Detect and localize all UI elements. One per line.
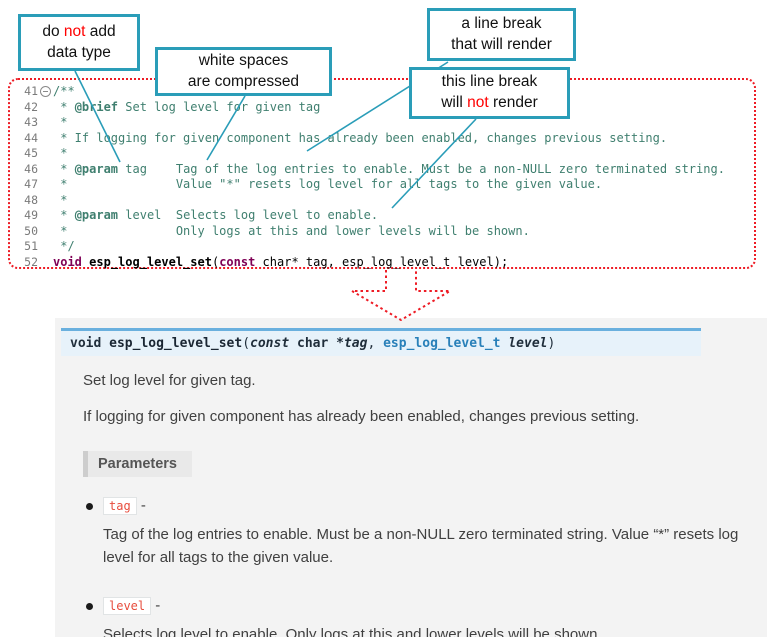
code-text: * Only logs at this and lower levels wil… — [53, 223, 530, 238]
code-line: 49 * @param level Selects log level to e… — [14, 208, 754, 224]
callout-whitespace-compressed: white spaces are compressed — [155, 47, 332, 96]
sig-return-type: void — [70, 336, 110, 351]
fold-column — [38, 86, 53, 98]
line-number: 42 — [24, 99, 38, 114]
line-number: 51 — [24, 239, 38, 253]
line-number: 41 — [24, 84, 38, 98]
brief-description: Set log level for given tag. — [83, 372, 256, 389]
line-number: 45 — [24, 146, 38, 160]
callout-line: this line break — [441, 73, 538, 91]
parameters-heading: Parameters — [83, 451, 192, 477]
line-number: 43 — [24, 115, 38, 129]
param-description: Selects log level to enable. Only logs a… — [103, 625, 602, 637]
code-lines: 41 /** 42 * @brief Set log level for given… — [14, 84, 754, 270]
callout-do-not-add-data-type: do not add data type — [18, 14, 140, 71]
code-line: 43 * — [14, 115, 754, 131]
sig-const-keyword: const — [250, 336, 290, 351]
code-text: * — [53, 115, 68, 129]
callout-line: data type — [47, 43, 111, 61]
line-number: 44 — [24, 130, 38, 145]
type-link-esp-log-level-t[interactable]: esp_log_level_t — [383, 336, 501, 351]
callout-line-break-renders: a line break that will render — [427, 8, 576, 61]
sig-param-tag: tag — [343, 336, 368, 351]
function-signature: void esp_log_level_set(const char *tag, … — [61, 328, 701, 356]
line-number: 47 — [24, 177, 38, 191]
param-description: Tag of the log entries to enable. Must b… — [103, 526, 739, 567]
arrow-down-icon — [351, 270, 451, 321]
code-text: * Value "*" resets log level for all tag… — [53, 177, 603, 191]
code-line: 47 * Value "*" resets log level for all … — [14, 177, 754, 193]
code-line: 51 */ — [14, 239, 754, 255]
code-editor-snippet: 41 /** 42 * @brief Set log level for given… — [8, 78, 756, 269]
param-name-chip: tag — [103, 497, 137, 515]
code-text: * — [53, 146, 68, 160]
code-line: 42 * @brief Set log level for given tag — [14, 100, 754, 116]
callout-line: will not render — [441, 94, 538, 111]
code-text: */ — [53, 239, 75, 253]
code-line: 46 * @param tag Tag of the log entries t… — [14, 162, 754, 178]
param-name-chip: level — [103, 596, 152, 615]
rendered-docs: void esp_log_level_set(const char *tag, … — [55, 318, 767, 637]
callout-line: that will render — [451, 35, 552, 53]
line-number: 50 — [24, 223, 38, 238]
callout-line: a line break — [461, 14, 542, 32]
code-text: /** — [53, 84, 75, 98]
code-text: * @param level Selects log level to enab… — [53, 208, 379, 222]
sig-param-level: level — [508, 336, 548, 351]
code-line: 52 void esp_log_level_set(const char* tag… — [14, 255, 754, 271]
parameter-item: level - Selects log level to enable. Only… — [86, 596, 767, 637]
callout-line: are compressed — [187, 72, 300, 90]
callout-line: white spaces — [198, 51, 289, 69]
param-head: tag - — [103, 497, 767, 515]
callout-line: do not add — [42, 22, 116, 40]
code-text: void esp_log_level_set(const char* tag, … — [53, 254, 509, 269]
line-number: 49 — [24, 208, 38, 222]
code-text: * @brief Set log level for given tag — [53, 99, 321, 114]
bullet-icon — [86, 602, 93, 610]
code-line: 50 * Only logs at this and lower levels … — [14, 224, 754, 240]
line-number: 52 — [24, 254, 38, 269]
detailed-description: If logging for given component has alrea… — [83, 408, 640, 425]
bullet-icon — [86, 503, 93, 510]
code-line: 41 /** — [14, 84, 754, 100]
sig-function-name: esp_log_level_set — [109, 336, 243, 351]
collapse-minus-icon[interactable] — [40, 86, 51, 98]
param-head: level - — [103, 596, 767, 615]
callout-line-break-not-render: this line break will not render — [409, 67, 570, 119]
line-number: 48 — [24, 192, 38, 207]
param-dash: - — [136, 497, 146, 514]
code-text: * — [53, 192, 68, 207]
code-line: 48 * — [14, 193, 754, 209]
parameter-item: tag - Tag of the log entries to enable. M… — [86, 497, 767, 570]
parameter-list: tag - Tag of the log entries to enable. M… — [86, 497, 767, 637]
code-text: * @param tag Tag of the log entries to e… — [53, 161, 725, 176]
param-dash: - — [151, 596, 161, 614]
code-text: * If logging for given component has alr… — [53, 130, 668, 145]
code-line: 44 * If logging for given component has … — [14, 131, 754, 147]
line-number: 46 — [24, 161, 38, 176]
code-line: 45 * — [14, 146, 754, 162]
